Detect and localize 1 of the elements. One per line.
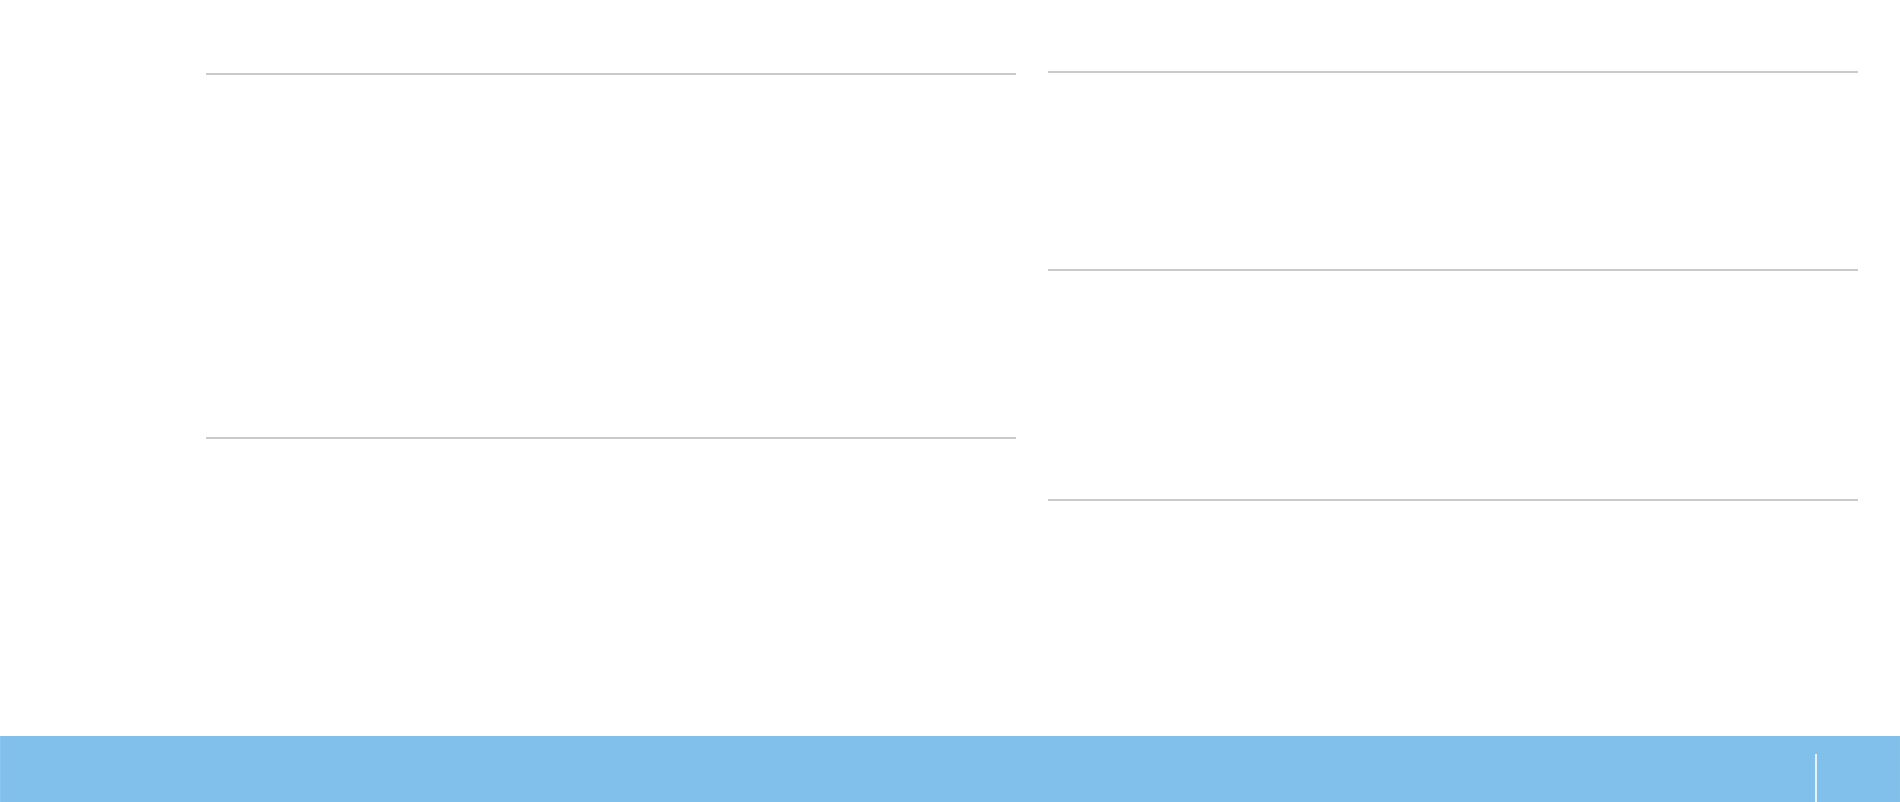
footer-bar bbox=[0, 736, 1900, 802]
